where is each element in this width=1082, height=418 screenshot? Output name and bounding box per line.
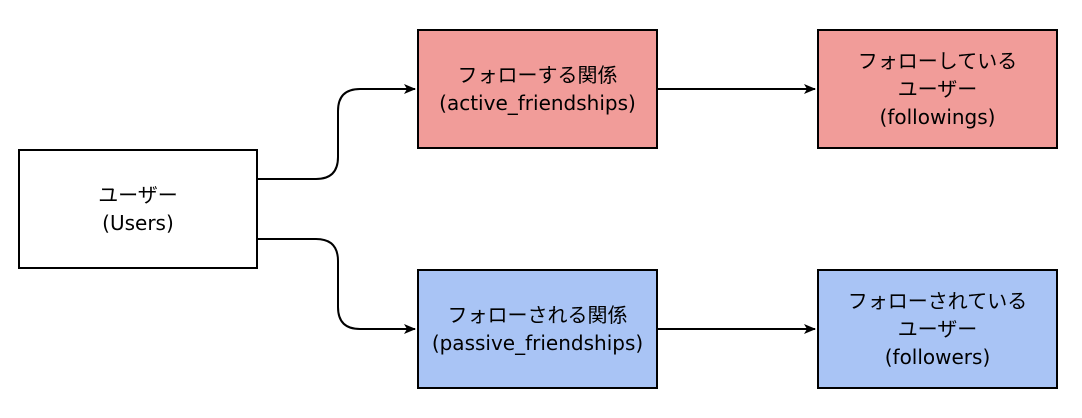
followers-label-line2: ユーザー [897,317,978,341]
passive-friendships-node: フォローされる関係 (passive_friendships) [417,269,658,389]
active-friendships-sublabel: (active_friendships) [439,91,636,115]
passive-friendships-sublabel: (passive_friendships) [431,331,644,355]
users-node: ユーザー (Users) [18,149,258,269]
passive-friendships-label: フォローされる関係 [447,303,628,327]
followings-label-line1: フォローしている [857,49,1018,73]
active-friendships-node: フォローする関係 (active_friendships) [417,29,658,149]
active-friendships-label: フォローする関係 [457,63,618,87]
followings-label-line2: ユーザー [897,77,978,101]
edge-users-to-passive [258,238,416,334]
edge-users-to-active [258,84,416,180]
followings-sublabel: (followings) [879,105,996,129]
followings-node: フォローしている ユーザー (followings) [817,29,1058,149]
followers-sublabel: (followers) [884,345,991,369]
followers-label-line1: フォローされている [847,289,1028,313]
users-node-sublabel: (Users) [102,211,174,235]
users-node-label: ユーザー [98,183,178,207]
followers-node: フォローされている ユーザー (followers) [817,269,1058,389]
